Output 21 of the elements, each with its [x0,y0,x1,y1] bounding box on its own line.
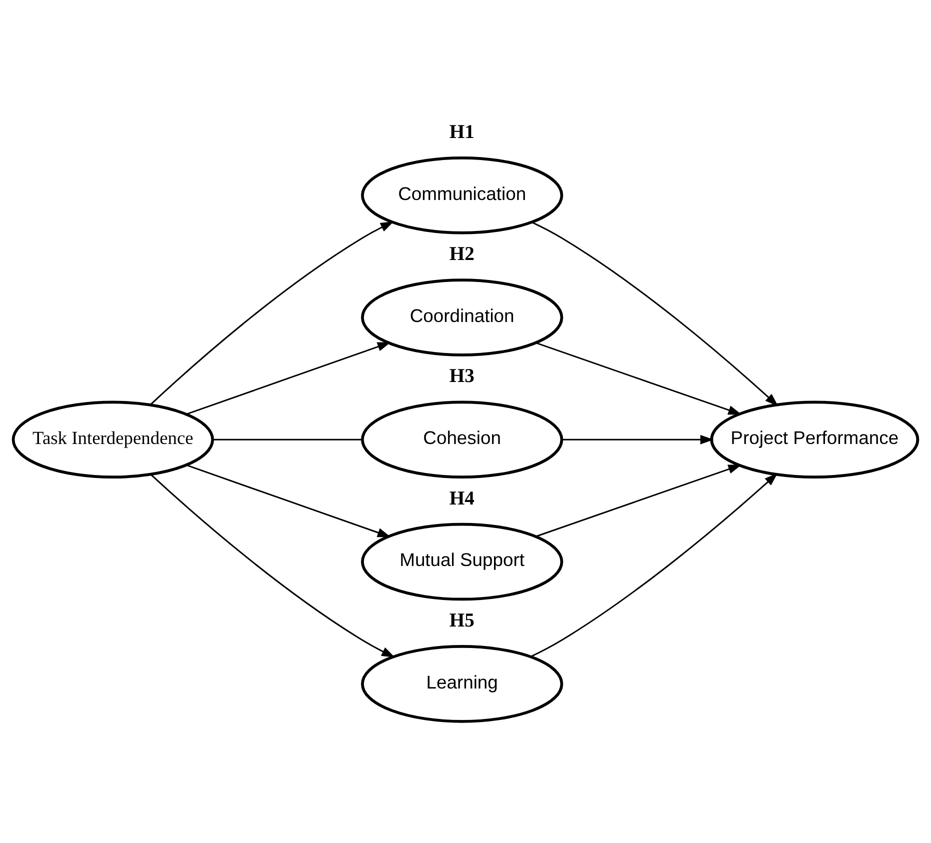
node-ellipse: Coordination [360,278,564,356]
node-ellipse: Project Performance [710,400,920,479]
arrow [536,342,742,415]
arrow [562,434,714,444]
arrow [186,464,391,538]
arrow [530,473,778,658]
node-label: H3 [449,366,474,388]
arrow [150,474,395,658]
node-ellipse: Communication [360,156,564,234]
node-ellipse: Cohesion [360,400,564,479]
node-ellipse: Task Interdependence [12,400,214,479]
node-label: H2 [449,244,474,266]
node-label: H4 [449,488,474,510]
connector [213,438,362,440]
node-ellipse: Mutual Support [360,522,564,601]
arrow [150,221,394,406]
arrow [536,464,742,538]
arrow [186,342,391,415]
node-label: H5 [449,610,474,632]
arrow [531,222,778,406]
node-label: H1 [449,122,474,143]
